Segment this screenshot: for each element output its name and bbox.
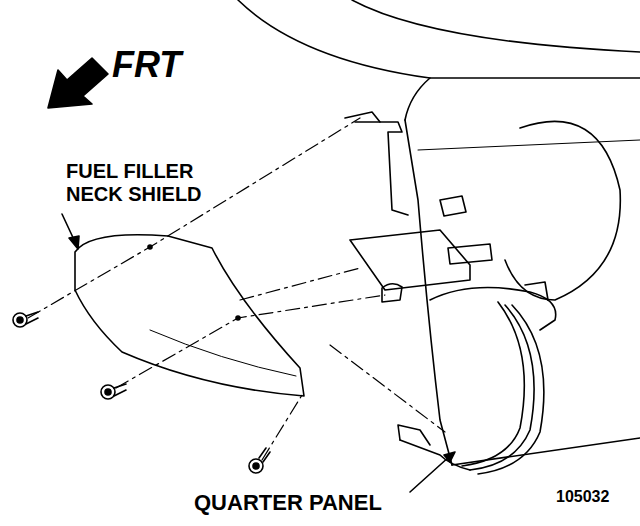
alignment-lines xyxy=(28,118,445,460)
filler-bracket xyxy=(355,122,408,215)
body-line xyxy=(238,0,640,78)
figure-number: 105032 xyxy=(556,488,609,506)
arrowhead xyxy=(69,236,79,249)
quarter-panel-edge xyxy=(405,120,452,465)
screw xyxy=(101,384,126,399)
wheelhouse xyxy=(478,305,544,474)
shield-flange xyxy=(150,330,296,376)
filler-neck-plate xyxy=(350,230,470,290)
clip xyxy=(448,244,492,264)
clip xyxy=(440,196,466,216)
part-name: QUARTER PANEL xyxy=(194,490,382,515)
screw xyxy=(13,312,38,327)
front-arrow xyxy=(48,58,108,108)
leader-line xyxy=(410,456,450,492)
body-line xyxy=(405,78,430,120)
quarter-panel-lower xyxy=(452,438,640,465)
fuel-filler-neck-shield xyxy=(75,235,304,396)
wheelhouse xyxy=(462,302,524,466)
screw xyxy=(249,448,270,473)
clip xyxy=(382,284,402,302)
arrowhead xyxy=(444,452,455,462)
fuel-door xyxy=(505,121,620,300)
body-line xyxy=(418,140,640,150)
quarter-panel-lower xyxy=(398,425,430,445)
quarter-panel-lower xyxy=(400,440,470,470)
wheelhouse xyxy=(430,288,556,331)
part-name: FUEL FILLER NECK SHIELD xyxy=(66,160,216,206)
body-line xyxy=(352,0,640,52)
front-label: FRT xyxy=(112,44,181,85)
clip xyxy=(525,282,548,300)
filler-bracket xyxy=(345,112,380,122)
